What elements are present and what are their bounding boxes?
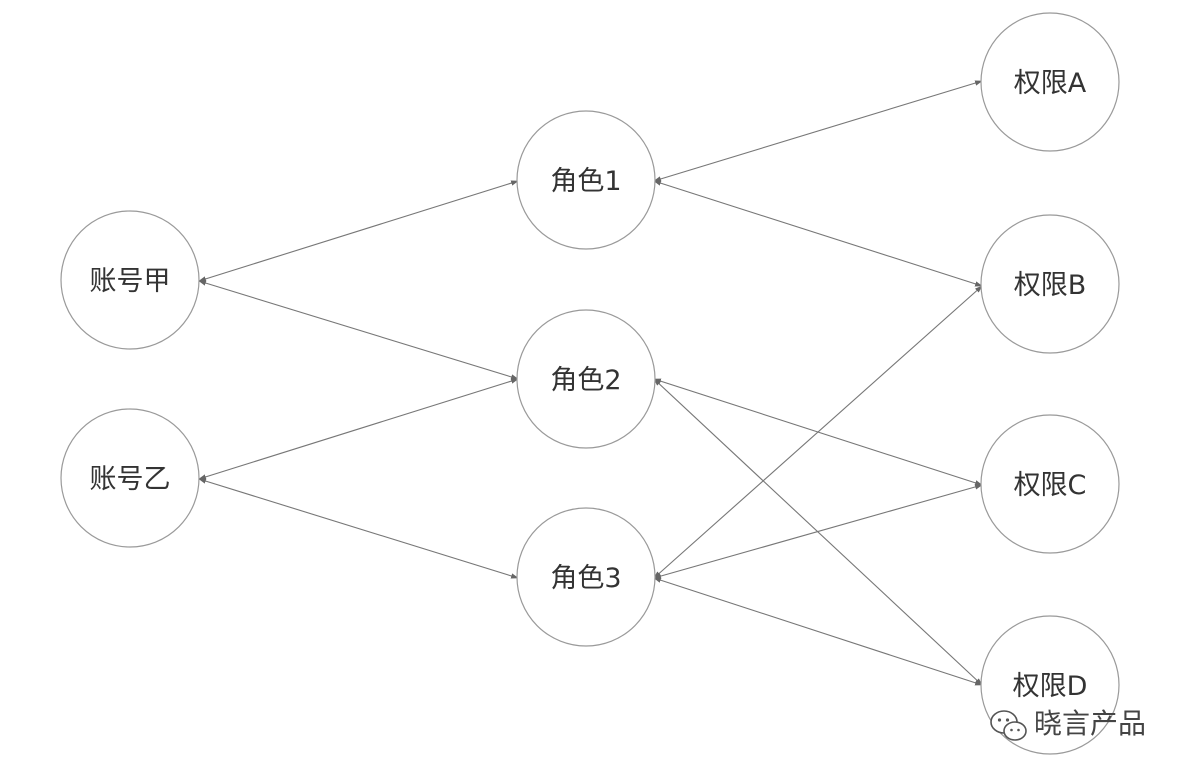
edge-jia-role2 [198, 280, 519, 380]
edge-role1-perma [653, 80, 983, 182]
node-label: 权限D [1013, 671, 1088, 702]
watermark: 晓言产品 [990, 707, 1146, 741]
node-label: 角色2 [550, 365, 621, 396]
edge-jia-role1 [198, 180, 519, 282]
edge-role3-permc [653, 484, 983, 579]
role-node-3: 角色3 [516, 507, 656, 647]
edge-yi-role3 [198, 478, 519, 579]
node-label: 角色3 [550, 563, 621, 594]
edges [198, 80, 983, 686]
node-label: 账号甲 [90, 266, 171, 297]
node-label: 账号乙 [90, 464, 171, 495]
permission-node-c: 权限C [980, 414, 1120, 554]
node-circle [60, 210, 200, 350]
permission-node-a: 权限A [980, 12, 1120, 152]
node-circle [980, 12, 1120, 152]
node-circle [516, 309, 656, 449]
edge-role3-permb [653, 285, 983, 579]
permission-node-b: 权限B [980, 214, 1120, 354]
edge-yi-role2 [198, 378, 519, 480]
account-node-yi: 账号乙 [60, 408, 200, 548]
node-circle [516, 110, 656, 250]
edge-role3-permd [653, 577, 983, 686]
node-label: 权限A [1014, 68, 1087, 99]
node-circle [980, 214, 1120, 354]
node-circle [980, 414, 1120, 554]
wechat-icon [990, 710, 1027, 741]
role-node-2: 角色2 [516, 309, 656, 449]
watermark-text: 晓言产品 [1034, 707, 1146, 740]
node-circle [60, 408, 200, 548]
node-label: 权限B [1014, 270, 1087, 301]
role-node-1: 角色1 [516, 110, 656, 250]
account-node-jia: 账号甲 [60, 210, 200, 350]
edge-role1-permb [653, 180, 983, 287]
node-circle [516, 507, 656, 647]
node-label: 角色1 [550, 166, 621, 197]
node-label: 权限C [1014, 470, 1087, 501]
